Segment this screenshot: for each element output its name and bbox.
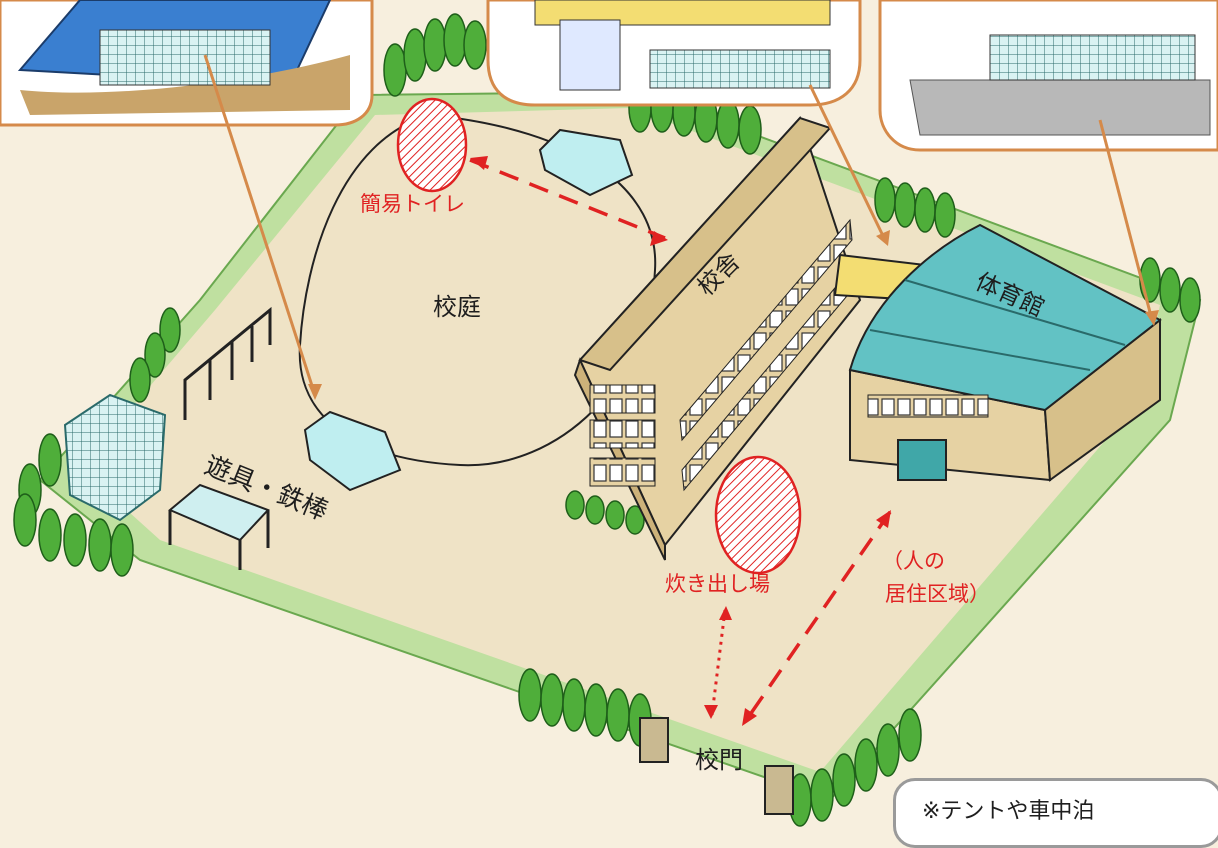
note-text: ※テントや車中泊: [922, 799, 1095, 824]
jungle-gym-icon: [63, 393, 167, 522]
callout-gym: [878, 0, 1218, 152]
gate-pillar-icon: [764, 765, 794, 815]
school-gate-label: 校門: [695, 746, 743, 774]
goal-net-icon: [303, 128, 634, 492]
residential-area-label-1: （人の: [882, 549, 945, 573]
schoolyard-label: 校庭: [433, 293, 481, 321]
callout-tent: [0, 0, 374, 127]
gate-pillar-icon: [639, 717, 669, 763]
horizontal-bar-icon: [183, 306, 272, 420]
callout-walkway: [486, 0, 862, 107]
portable-toilet-zone: [396, 97, 468, 193]
note-box: ※テントや車中泊: [893, 778, 1218, 848]
gymnasium: [848, 223, 1162, 482]
schoolyard-track: [298, 113, 657, 467]
cooking-area-label: 炊き出し場: [665, 572, 770, 596]
callout-pointers: [203, 54, 1159, 400]
residential-area-label-2: 居住区域）: [885, 582, 990, 606]
portable-toilet-label: 簡易トイレ: [360, 192, 465, 216]
connection-arrows: [469, 156, 892, 726]
ladder-icon: [168, 483, 270, 570]
cooking-area-zone: [714, 455, 802, 575]
